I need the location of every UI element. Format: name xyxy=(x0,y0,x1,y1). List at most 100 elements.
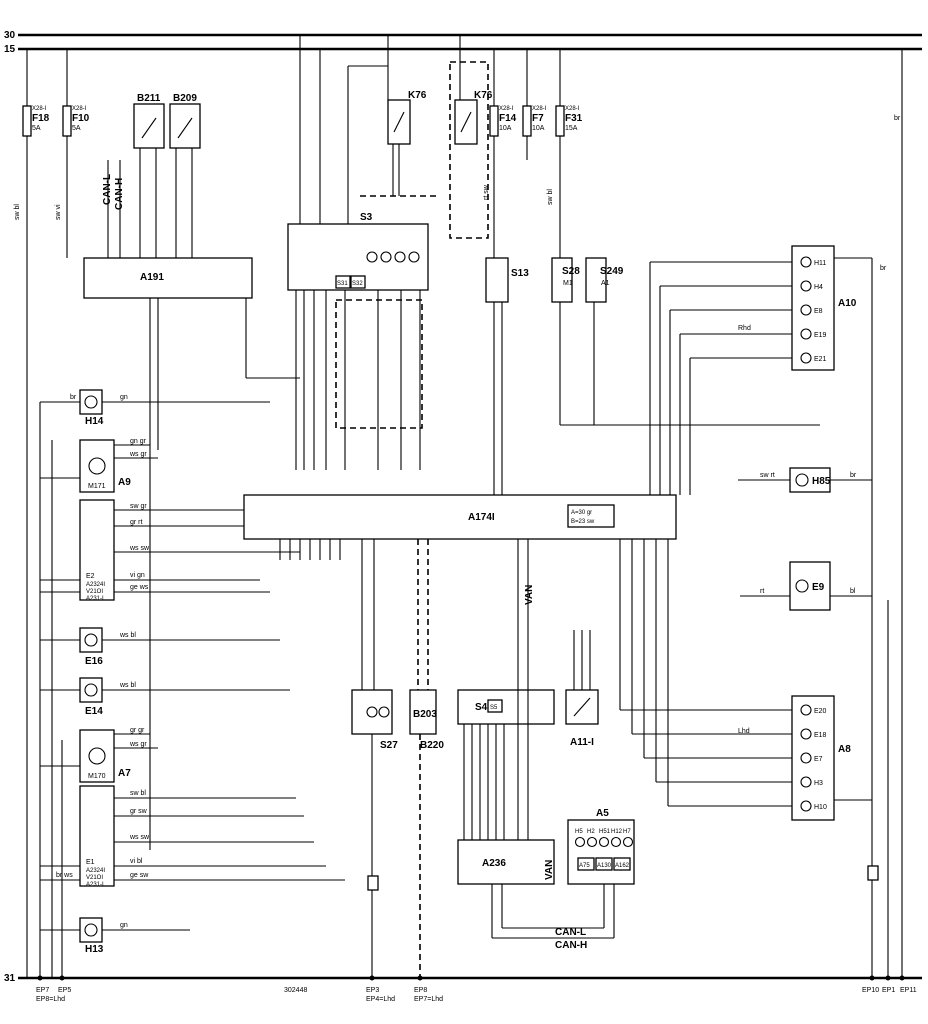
lamp-h3-icon xyxy=(800,776,812,788)
ep7lhd-label: EP7=Lhd xyxy=(414,996,443,1003)
svg-text:A7: A7 xyxy=(118,768,131,779)
a5-h2-icon xyxy=(586,836,598,848)
switch-s13: S13 xyxy=(485,257,529,495)
svg-text:E9: E9 xyxy=(812,582,825,593)
van-label-2: VAN xyxy=(544,860,555,880)
svg-text:10A: 10A xyxy=(499,125,512,132)
svg-text:B203: B203 xyxy=(413,709,437,720)
svg-text:B211: B211 xyxy=(137,93,161,104)
svg-text:F7: F7 xyxy=(532,113,544,124)
svg-text:X28-I: X28-I xyxy=(565,106,580,112)
svg-text:M1: M1 xyxy=(563,280,573,287)
svg-text:A2324I: A2324I xyxy=(86,868,105,874)
lamp-e19-icon xyxy=(800,328,812,340)
lamp-h13: H13 gn xyxy=(40,917,190,955)
svg-text:E16: E16 xyxy=(85,656,103,667)
a5-h51-icon xyxy=(598,836,610,848)
svg-text:gn: gn xyxy=(120,922,128,929)
lamp-e16: E16 ws bl xyxy=(40,627,280,667)
svg-text:gr gr: gr gr xyxy=(130,727,145,734)
svg-text:5A: 5A xyxy=(32,125,41,132)
svg-text:5A: 5A xyxy=(72,125,81,132)
svg-text:F31: F31 xyxy=(565,113,583,124)
drawing-number: 302448 xyxy=(284,987,307,994)
lhd-label: Lhd xyxy=(738,728,750,735)
svg-text:br: br xyxy=(70,394,77,401)
svg-text:S3: S3 xyxy=(360,212,373,223)
module-a174i: A174I A=30 gr B=23 sw xyxy=(243,494,677,540)
svg-text:sw rt: sw rt xyxy=(760,472,775,479)
ep7-label: EP7 xyxy=(36,987,49,994)
svg-text:ws bl: ws bl xyxy=(119,682,136,689)
lamp-e21-label: E21 xyxy=(814,356,827,363)
svg-text:X28-I: X28-I xyxy=(499,106,514,112)
ep4lhd-label: EP4=Lhd xyxy=(366,996,395,1003)
svg-text:X28-I: X28-I xyxy=(532,106,547,112)
svg-text:vi bl: vi bl xyxy=(130,858,143,865)
ep8lhd-label: EP8=Lhd xyxy=(36,996,65,1003)
fuse-f10: X28-I F10 5A sw vi xyxy=(55,49,90,258)
svg-text:F18: F18 xyxy=(32,113,50,124)
a5-h5-icon xyxy=(574,836,586,848)
svg-text:S5: S5 xyxy=(490,705,498,711)
module-b220: B203 B220 xyxy=(409,539,444,978)
svg-text:A8: A8 xyxy=(838,744,851,755)
svg-text:bl: bl xyxy=(850,588,856,595)
rhd-label: Rhd xyxy=(738,325,751,332)
lamp-e18-label: E18 xyxy=(814,732,827,739)
svg-text:A1: A1 xyxy=(601,280,610,287)
lamp-e14: E14 ws bl xyxy=(40,677,290,717)
a5-h7-icon xyxy=(622,836,634,848)
svg-text:M171: M171 xyxy=(88,483,106,490)
svg-text:A=30 gr: A=30 gr xyxy=(571,510,592,516)
lamp-h4-label: H4 xyxy=(814,284,823,291)
svg-text:B209: B209 xyxy=(173,93,197,104)
svg-text:10A: 10A xyxy=(532,125,545,132)
svg-text:K76: K76 xyxy=(408,90,427,101)
svg-text:S31: S31 xyxy=(337,281,348,287)
svg-text:vi gn: vi gn xyxy=(130,572,145,579)
svg-text:sw bl: sw bl xyxy=(547,189,554,205)
fuse-f7: X28-I F7 10A xyxy=(522,49,547,160)
svg-text:B=23 sw: B=23 sw xyxy=(571,519,595,525)
svg-text:S13: S13 xyxy=(511,268,529,279)
sensor-b211: B211 xyxy=(133,93,165,258)
svg-text:ws gr: ws gr xyxy=(129,451,147,458)
ep1-label: EP1 xyxy=(882,987,895,994)
svg-text:S32: S32 xyxy=(352,281,363,287)
lamp-h3-label: H3 xyxy=(814,780,823,787)
lamp-e19-label: E19 xyxy=(814,332,827,339)
svg-text:sw bl: sw bl xyxy=(14,204,21,220)
switch-s3: S3 S31 S32 xyxy=(287,35,429,470)
lamp-h85: H85 sw rt br xyxy=(738,467,872,493)
svg-text:S28: S28 xyxy=(562,266,580,277)
svg-text:H13: H13 xyxy=(85,944,104,955)
svg-text:br: br xyxy=(880,265,887,272)
svg-text:A236: A236 xyxy=(482,858,506,869)
svg-text:br ws: br ws xyxy=(56,872,73,879)
rail-31-label: 31 xyxy=(4,973,16,984)
lamp-e18-icon xyxy=(800,728,812,740)
ep11-label: EP11 xyxy=(900,987,917,994)
svg-text:sw vi: sw vi xyxy=(55,204,62,220)
a5-h2-label: H2 xyxy=(587,829,595,835)
switch-s27: S27 xyxy=(351,539,398,978)
ep3-label: EP3 xyxy=(366,987,379,994)
svg-text:br: br xyxy=(850,472,857,479)
lamp-h10-icon xyxy=(800,800,812,812)
a5-h7-label: H7 xyxy=(623,829,631,835)
svg-text:B220: B220 xyxy=(420,740,444,751)
rail-30-label: 30 xyxy=(4,30,16,41)
svg-text:sw gr: sw gr xyxy=(130,503,147,510)
relay-k76-left: K76 xyxy=(387,35,427,196)
ep10-label: EP10 xyxy=(862,987,879,994)
svg-text:E2: E2 xyxy=(86,573,95,580)
ep5-label: EP5 xyxy=(58,987,71,994)
svg-text:E14: E14 xyxy=(85,706,103,717)
svg-text:A191: A191 xyxy=(140,272,164,283)
lamp-e7-label: E7 xyxy=(814,756,823,763)
svg-text:A162: A162 xyxy=(615,863,630,869)
